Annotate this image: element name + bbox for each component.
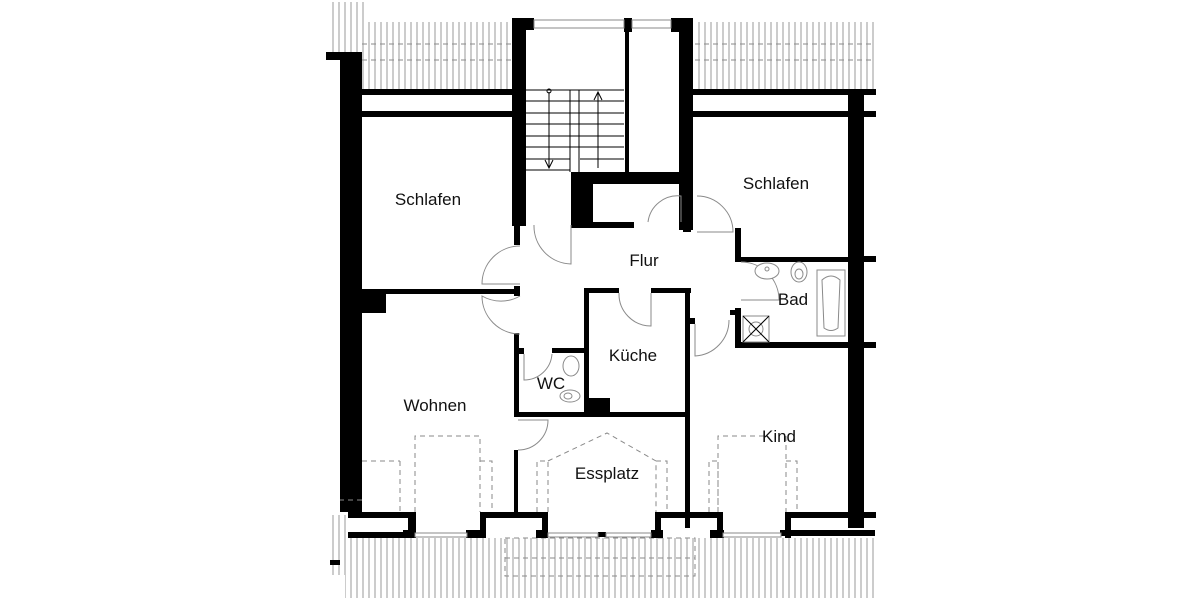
- bathroom-fixtures: [559, 261, 846, 403]
- room-label-schlafen-left: Schlafen: [394, 190, 462, 209]
- room-label-schlafen-right: Schlafen: [742, 174, 810, 193]
- dormer-outlines: [340, 432, 798, 512]
- room-label-flur: Flur: [629, 251, 659, 270]
- room-label-essplatz: Essplatz: [574, 464, 640, 483]
- doors: [481, 195, 780, 451]
- roof-hatching: [332, 2, 875, 598]
- right-edge-lines: [864, 256, 876, 518]
- windows: [414, 19, 782, 538]
- room-label-wohnen: Wohnen: [403, 396, 467, 415]
- room-label-kind: Kind: [761, 427, 797, 446]
- room-label-bad: Bad: [777, 290, 809, 309]
- walls: [326, 18, 876, 565]
- room-label-kueche: Küche: [608, 346, 658, 365]
- room-label-wc: WC: [536, 374, 566, 393]
- staircase: [526, 88, 624, 172]
